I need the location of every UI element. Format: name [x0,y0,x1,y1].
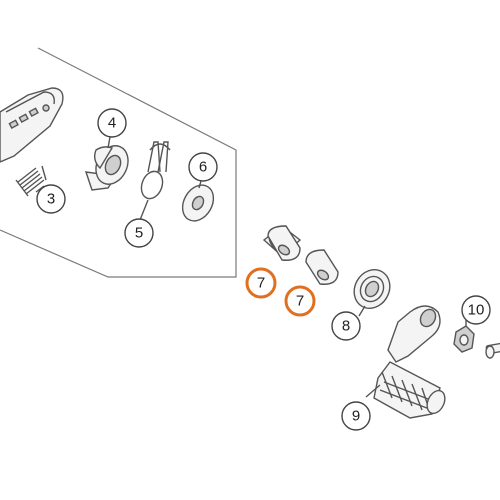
callout-7-second-label: 7 [296,293,304,310]
callout-9: 9 [341,401,371,431]
callout-8-label: 8 [342,318,350,335]
nut-part-10[interactable] [453,325,475,353]
callout-9-label: 9 [352,408,360,425]
bushing-part-4[interactable] [84,141,134,191]
callout-4: 4 [97,108,127,138]
callout-10-label: 10 [468,302,485,319]
callout-7-first-label: 7 [257,275,265,292]
callout-7-first: 7 [245,267,277,299]
callout-3-label: 3 [47,191,55,208]
callout-6-label: 6 [199,159,207,176]
bracket-plate-part[interactable] [0,87,64,163]
bearing-part-8[interactable] [347,263,396,315]
callout-4-label: 4 [108,115,116,132]
sleeve-part-7b[interactable] [305,249,339,285]
callout-10: 10 [461,295,491,325]
bolt-part[interactable] [485,342,500,359]
callout-5-label: 5 [135,225,143,242]
clip-part-5[interactable] [138,141,171,202]
callout-3: 3 [36,184,66,214]
callout-5: 5 [124,218,154,248]
callout-7-second: 7 [284,285,316,317]
footpeg-part-9[interactable] [373,305,448,419]
spring-part[interactable] [15,165,47,197]
washer-part-6[interactable] [176,180,219,227]
assembly-frame [0,47,237,278]
callout-8: 8 [331,311,361,341]
sleeve-part-7a[interactable] [262,225,302,261]
callout-6: 6 [188,152,218,182]
